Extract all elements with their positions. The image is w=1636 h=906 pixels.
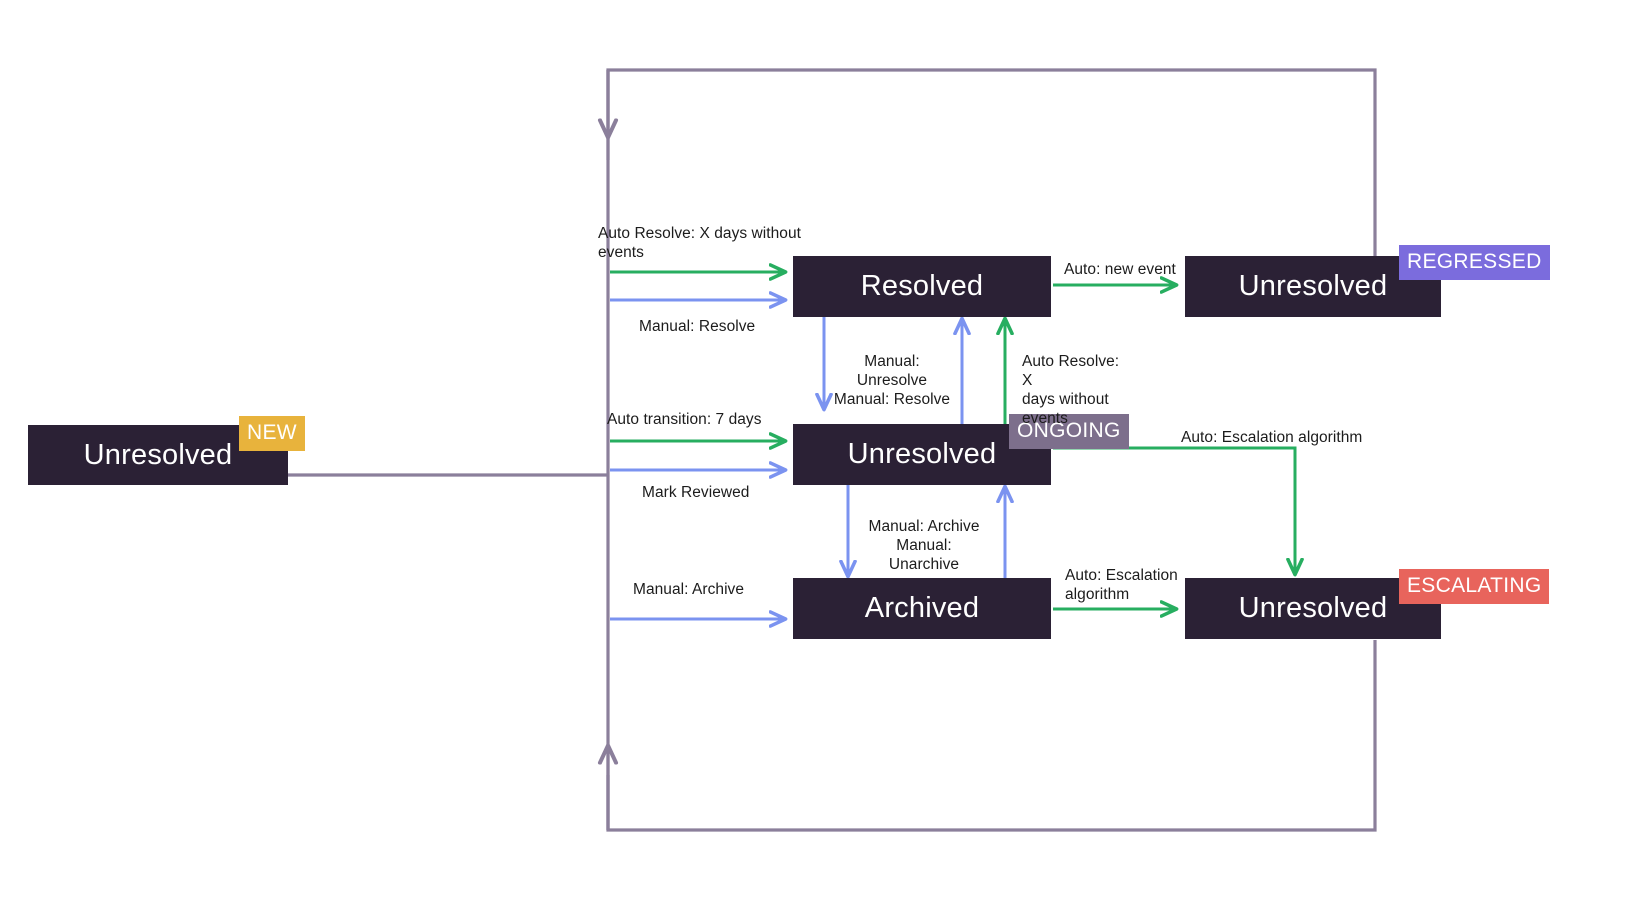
state-label-ongoing: Unresolved — [847, 438, 997, 470]
edge-auto-escalation-ongoing — [1053, 446, 1295, 575]
edge-label-manual-resolve: Manual: Resolve — [639, 318, 756, 335]
status-badge-escalating: ESCALATING — [1399, 569, 1550, 604]
status-badge-regressed: REGRESSED — [1399, 245, 1550, 280]
edge-label-auto-resolve-ongoing: Auto Resolve: X days without events — [1022, 353, 1120, 427]
edge-label-resolved-ongoing-pair: Manual: Unresolve Manual: Resolve — [833, 353, 951, 408]
state-label-regressed: Unresolved — [1238, 270, 1388, 302]
state-label-archived: Archived — [864, 592, 980, 624]
edge-label-auto-escalation-ongoing: Auto: Escalation algorithm — [1181, 429, 1363, 446]
edge-label-auto-resolve-new: Auto Resolve: X days without events — [598, 225, 802, 261]
state-box-regressed[interactable]: Unresolved — [1185, 256, 1441, 317]
edge-label-auto-new-event: Auto: new event — [1064, 261, 1176, 278]
edge-label-manual-archive-from-new: Manual: Archive — [633, 581, 745, 598]
status-badge-ongoing: ONGOING — [1009, 414, 1129, 449]
status-badge-new: NEW — [239, 416, 305, 451]
edge-label-mark-reviewed: Mark Reviewed — [642, 484, 750, 501]
state-box-escalating[interactable]: Unresolved — [1185, 578, 1441, 639]
edge-loop-bottom — [606, 640, 1377, 832]
state-box-archived[interactable]: Archived — [793, 578, 1051, 639]
state-box-resolved[interactable]: Resolved — [793, 256, 1051, 317]
edge-label-auto-transition: Auto transition: 7 days — [607, 411, 762, 428]
edge-label-ongoing-archived-pair: Manual: Archive Manual: Unarchive — [868, 518, 980, 573]
state-label-resolved: Resolved — [860, 270, 984, 302]
state-box-ongoing[interactable]: Unresolved — [793, 424, 1051, 485]
state-label-new: Unresolved — [83, 438, 233, 471]
state-label-escalating: Unresolved — [1238, 592, 1388, 624]
edge-label-auto-escalation-archived: Auto: Escalation algorithm — [1065, 567, 1178, 603]
